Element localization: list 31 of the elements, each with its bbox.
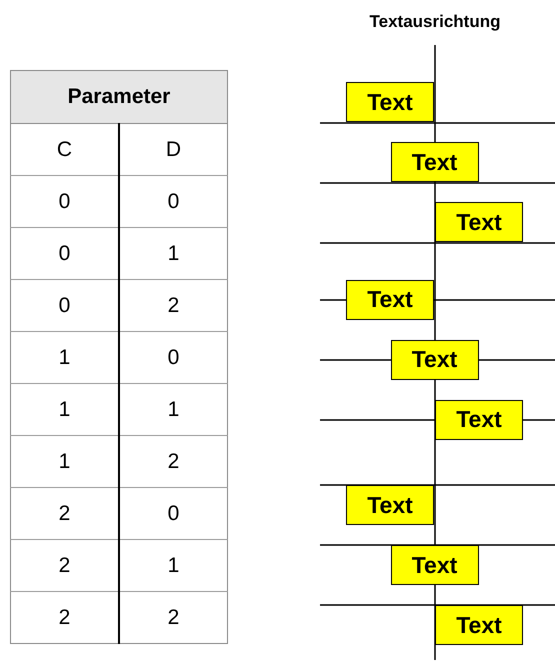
table-cell: 1: [118, 384, 228, 436]
text-box: Text: [346, 485, 434, 525]
table-cell: 0: [118, 488, 228, 540]
table-cell: 1: [10, 436, 119, 488]
table-cell: 0: [118, 176, 228, 228]
table-cell: 0: [10, 280, 119, 332]
table-cell: 2: [10, 592, 119, 644]
table-cell: 1: [10, 332, 119, 384]
text-box: Text: [390, 142, 478, 182]
table-cell: D: [118, 124, 228, 176]
table-cell: 2: [118, 592, 228, 644]
table-cell: 1: [118, 540, 228, 592]
table-cell: C: [10, 124, 119, 176]
text-box: Text: [435, 605, 523, 645]
table-cell: 2: [118, 280, 228, 332]
table-cell: 1: [118, 228, 228, 280]
table-cell: 0: [10, 176, 119, 228]
table-cell: 0: [10, 228, 119, 280]
text-box: Text: [390, 340, 478, 380]
table-cell: 0: [118, 332, 228, 384]
table-cell: 2: [10, 488, 119, 540]
table-cell: 2: [118, 436, 228, 488]
text-box: Text: [435, 202, 523, 242]
text-box: Text: [435, 400, 523, 440]
text-box: Text: [346, 280, 434, 320]
table-cell: 1: [10, 384, 119, 436]
text-box: Text: [390, 545, 478, 585]
table-header: Parameter: [10, 70, 228, 124]
table-cell: 2: [10, 540, 119, 592]
text-box: Text: [346, 82, 434, 122]
heading: Textausrichtung: [368, 12, 502, 32]
